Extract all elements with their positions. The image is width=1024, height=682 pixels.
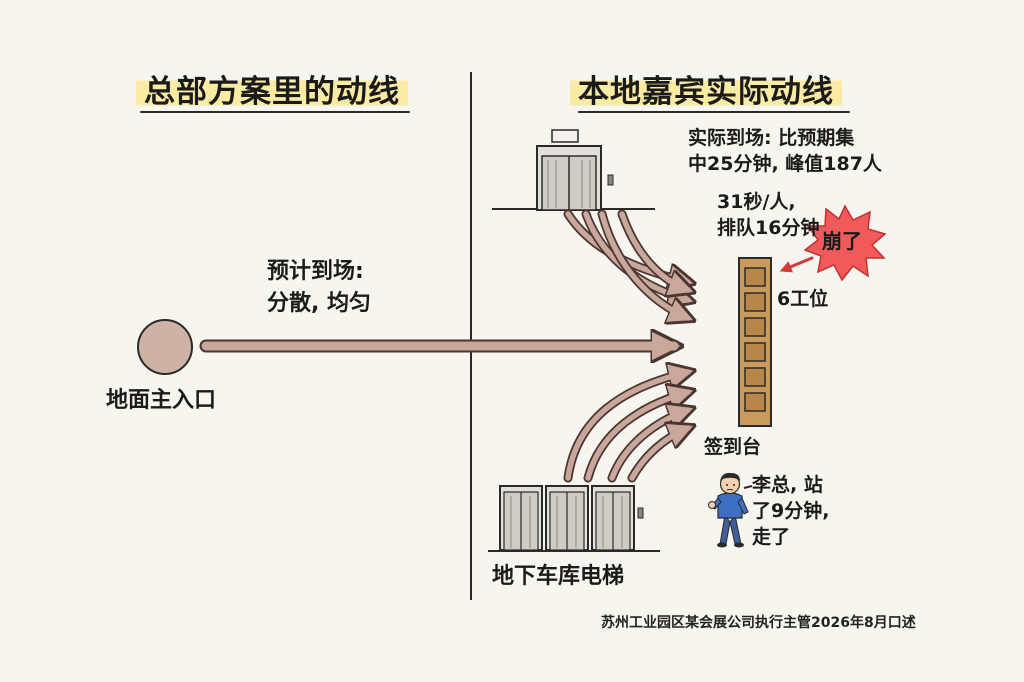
left-title: 总部方案里的动线 — [136, 66, 408, 111]
person-quote-line3: 走了 — [752, 526, 791, 548]
right-title: 本地嘉宾实际动线 — [560, 66, 852, 111]
garage-elevator-arrows — [563, 372, 688, 483]
desk-label: 签到台 — [704, 436, 762, 458]
source-note: 苏州工业园区某会展公司执行主管2026年8月口述 — [601, 615, 916, 631]
person-quote-line2: 了9分钟, — [752, 500, 830, 522]
stations-label: 6工位 — [777, 288, 829, 310]
burst-label: 崩了 — [822, 229, 862, 253]
garage-elevator-label: 地下车库电梯 — [492, 564, 625, 589]
top-elevator — [492, 129, 655, 211]
left-title-underline — [140, 111, 410, 113]
processing-rate-line2: 排队16分钟 — [717, 217, 820, 239]
entrance-label: 地面主入口 — [106, 388, 217, 413]
actual-arrival-line2: 中25分钟, 峰值187人 — [688, 153, 882, 175]
garage-elevators — [488, 485, 660, 552]
expected-arrival-line1: 预计到场: — [267, 259, 364, 284]
checkin-desk — [738, 257, 772, 427]
person-speech-dash — [743, 485, 753, 489]
expected-arrival-line2: 分散, 均匀 — [267, 291, 372, 316]
processing-rate-line1: 31秒/人, — [717, 191, 796, 213]
burst-shape — [803, 204, 887, 282]
entrance-circle — [137, 319, 193, 375]
person-figure — [708, 472, 749, 548]
burst-pointer-arrow — [779, 256, 814, 273]
top-elevator-arrows — [563, 209, 688, 318]
right-title-underline — [578, 111, 850, 113]
actual-arrival-line1: 实际到场: 比预期集 — [688, 127, 855, 149]
person-quote-line1: 李总, 站 — [752, 474, 823, 496]
